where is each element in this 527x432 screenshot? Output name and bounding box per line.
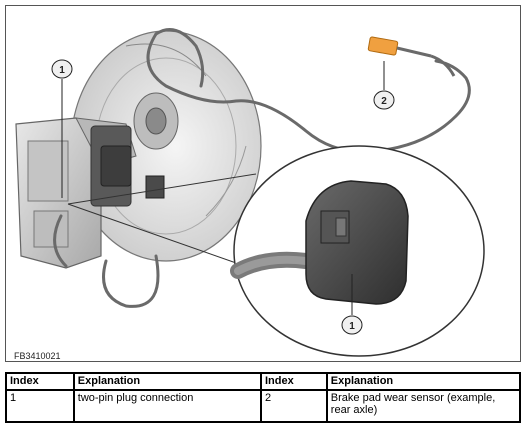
legend-header-row: Index Explanation Index Explanation xyxy=(5,372,522,391)
svg-text:1: 1 xyxy=(59,65,65,76)
callout-leaders xyxy=(61,61,385,315)
brake-pad-wear-sensor xyxy=(367,36,456,77)
legend-index-a: 1 xyxy=(5,389,75,423)
figure-id-code: FB3410021 xyxy=(14,351,61,361)
callout-1-inset: 1 xyxy=(341,315,363,335)
zoom-inset xyxy=(230,145,485,357)
callout-2: 2 xyxy=(373,90,395,110)
header-explanation-a: Explanation xyxy=(72,372,263,391)
legend-index-b: 2 xyxy=(260,389,328,423)
callout-1-top: 1 xyxy=(51,59,73,79)
svg-text:1: 1 xyxy=(349,321,355,332)
header-index-a: Index xyxy=(5,372,75,391)
header-index-b: Index xyxy=(260,372,328,391)
legend-table: Index Explanation Index Explanation 1 tw… xyxy=(5,372,522,423)
technical-illustration: 1 2 1 FB3410021 xyxy=(5,5,521,362)
legend-row: 1 two-pin plug connection 2 Brake pad we… xyxy=(5,389,522,423)
brake-caliper xyxy=(15,117,165,269)
header-explanation-b: Explanation xyxy=(325,372,522,391)
legend-explanation-a: two-pin plug connection xyxy=(72,389,263,423)
svg-text:2: 2 xyxy=(381,96,387,107)
zoom-indicator-lines xyxy=(67,173,257,265)
illustration-canvas: 1 2 1 xyxy=(15,28,485,357)
legend-explanation-b: Brake pad wear sensor (example, rear axl… xyxy=(325,389,522,423)
